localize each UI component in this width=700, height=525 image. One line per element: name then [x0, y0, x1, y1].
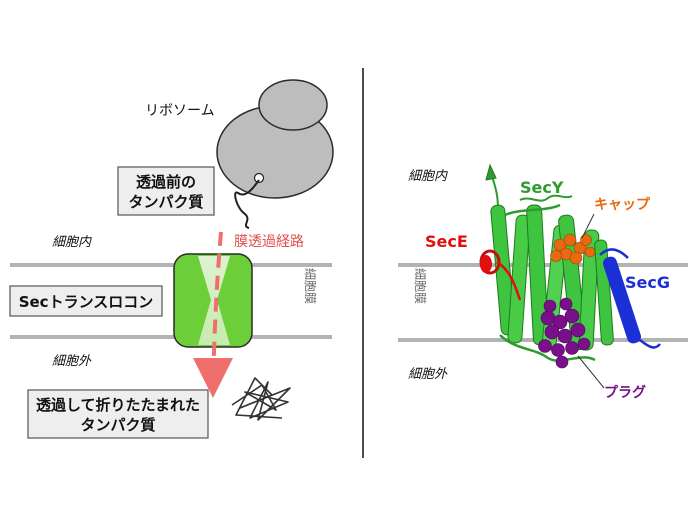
translocon-label: Secトランスロコン — [19, 293, 154, 311]
right-periplasm-label: 細胞外 — [408, 367, 448, 382]
left-cytoplasm-label: 細胞内 — [52, 235, 92, 250]
plug-spheres — [538, 297, 591, 369]
folded-protein-line1: 透過して折りたたまれた — [36, 396, 200, 414]
cap-leader — [581, 213, 595, 239]
sece-helix — [479, 249, 522, 301]
translocation-path-arrow — [193, 231, 234, 398]
translocon-label-box — [9, 285, 163, 317]
cap-spheres — [550, 233, 596, 265]
ribosome-small-subunit — [258, 79, 328, 131]
right-cytoplasm-label: 細胞内 — [408, 169, 448, 184]
secg-helix — [599, 248, 661, 349]
folded-protein-box — [27, 389, 209, 439]
secg-label: SecG — [625, 273, 670, 292]
nascent-chain — [234, 179, 260, 229]
unfolded-protein-line1: 透過前の — [136, 173, 196, 191]
plug-leader — [577, 355, 605, 389]
ribosome-label: リボソーム — [145, 103, 215, 119]
right-panel: 細胞内 細胞膜 細胞外 — [398, 163, 688, 401]
nascent-chain-exit — [253, 172, 265, 184]
unfolded-protein-box — [117, 166, 215, 216]
plug-label: プラグ — [604, 384, 646, 401]
unfolded-protein-line2: タンパク質 — [128, 193, 203, 211]
secy-label: SecY — [520, 178, 564, 197]
translocation-path-label: 膜透過経路 — [234, 234, 304, 250]
sece-label: SecE — [425, 232, 468, 251]
translocon-pore — [198, 256, 230, 345]
left-membrane-label: 細胞膜 — [303, 268, 317, 304]
right-membrane-label: 細胞膜 — [413, 268, 427, 304]
cap-label: キャップ — [594, 197, 651, 213]
folded-protein-scribble — [231, 377, 291, 421]
folded-protein-line2: タンパク質 — [80, 416, 155, 434]
left-panel: リボソーム 透過前の タンパク質 細胞内 膜透過経路 細胞膜 Secトランスロコ… — [9, 79, 334, 439]
left-periplasm-label: 細胞外 — [52, 354, 92, 369]
